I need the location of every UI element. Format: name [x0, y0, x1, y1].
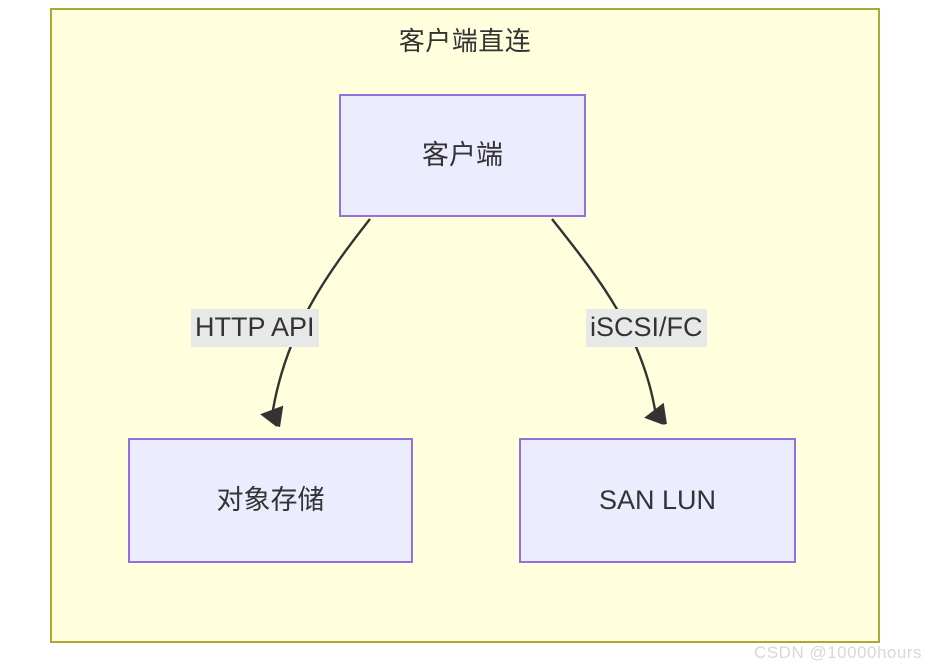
node-object-storage[interactable]: 对象存储	[128, 438, 413, 563]
edge-label-http-api: HTTP API	[191, 309, 319, 347]
edge-label-iscsi-fc: iSCSI/FC	[586, 309, 707, 347]
subgraph-title: 客户端直连	[398, 26, 532, 56]
node-object-storage-label: 对象存储	[216, 485, 325, 516]
node-san-lun[interactable]: SAN LUN	[519, 438, 796, 563]
node-san-lun-label: SAN LUN	[598, 485, 717, 516]
watermark: CSDN @10000hours	[754, 643, 922, 662]
node-client-label: 客户端	[422, 140, 503, 171]
node-client[interactable]: 客户端	[339, 94, 586, 217]
